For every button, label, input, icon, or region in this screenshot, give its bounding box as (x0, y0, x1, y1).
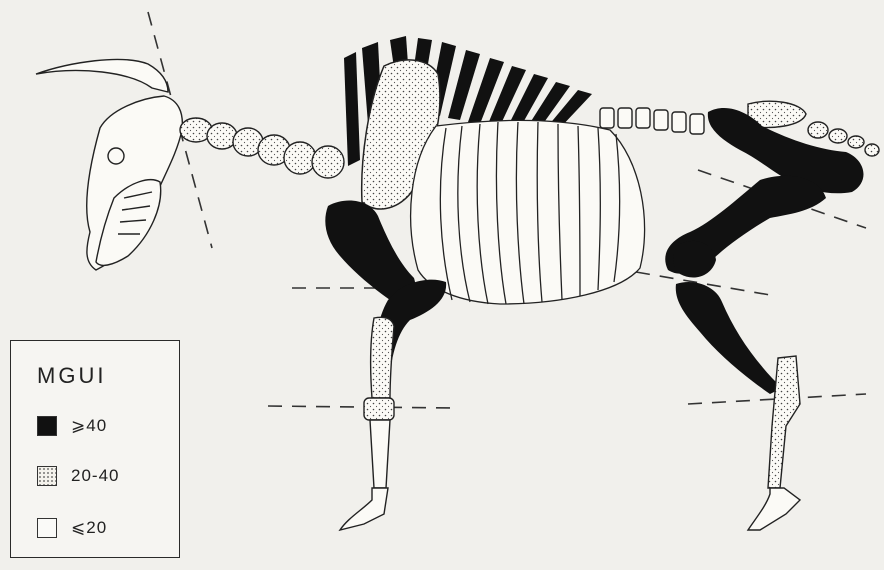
vertebra (207, 123, 237, 149)
legend-label-high: ⩾40 (71, 416, 107, 436)
cervical-vertebrae (180, 118, 344, 178)
legend-item-medium: 20-40 (37, 465, 119, 487)
rib-cage (411, 120, 645, 304)
legend-swatch-black (37, 416, 57, 436)
vertebra (636, 108, 650, 128)
vertebra (600, 108, 614, 128)
orbit (108, 148, 124, 164)
vertebra (284, 142, 316, 174)
spine (344, 52, 360, 166)
carpus (364, 398, 394, 420)
vertebra (865, 144, 879, 156)
rib-cage-outline (411, 120, 645, 304)
vertebra (848, 136, 864, 148)
humerus (325, 201, 415, 302)
legend-swatch-white (37, 518, 57, 538)
vertebra (312, 146, 344, 178)
phalanges (340, 488, 388, 530)
hindlimb (665, 176, 826, 530)
elbow-dash-line (268, 406, 452, 408)
legend-title: MGUI (37, 363, 106, 389)
vertebra (829, 129, 847, 143)
lumbar-vertebrae (600, 108, 704, 134)
legend-item-low: ⩽20 (37, 517, 107, 539)
vertebra (654, 110, 668, 130)
metatarsus (768, 356, 800, 488)
metacarpus (370, 420, 390, 488)
forearm-lower (371, 317, 394, 398)
vertebra (690, 114, 704, 134)
vertebra (672, 112, 686, 132)
vertebra (618, 108, 632, 128)
horn (36, 59, 168, 92)
legend-item-high: ⩾40 (37, 415, 107, 437)
tibia (676, 282, 782, 394)
legend-label-low: ⩽20 (71, 518, 107, 538)
hind-phalanges (748, 488, 800, 530)
legend-label-medium: 20-40 (71, 466, 119, 486)
vertebra (808, 122, 828, 138)
legend-swatch-dotted (37, 466, 57, 486)
skull (36, 59, 182, 270)
legend-box: MGUI ⩾40 20-40 ⩽20 (10, 340, 180, 558)
